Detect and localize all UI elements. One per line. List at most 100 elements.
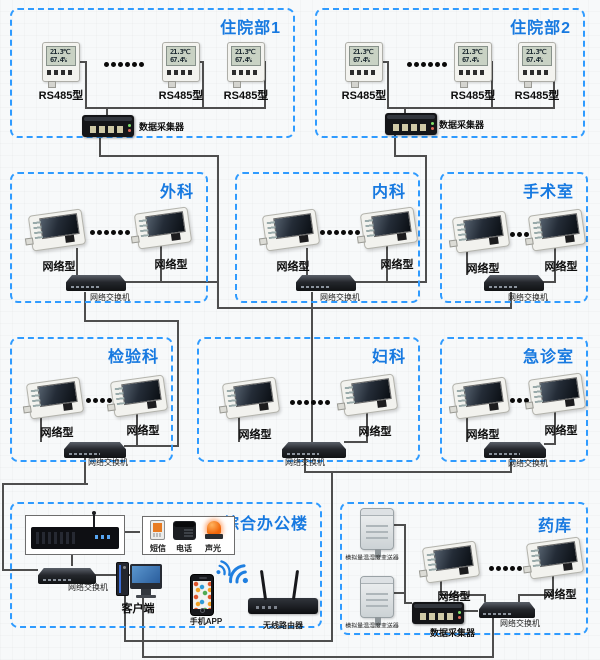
stub [22, 405, 32, 414]
network-switch-device [296, 275, 356, 291]
connector-wire [306, 248, 308, 275]
device-type-label: RS485型 [450, 90, 496, 102]
zone-title-pharmacy: 药库 [537, 518, 572, 535]
temp-humidity-sensor-network [524, 208, 587, 252]
probe [168, 81, 176, 88]
zone-surgery: 外科 网络型 网络型 网络交换机 [10, 172, 208, 303]
connector-wire [217, 307, 512, 309]
network-switch-device [282, 442, 346, 458]
device-type-label: RS485型 [223, 90, 269, 102]
wall-transmitter-device [360, 508, 394, 558]
sms-label: 短信 [150, 544, 166, 553]
temp-humidity-sensor-network [522, 536, 585, 580]
network-switch-device [484, 275, 544, 291]
port [564, 234, 575, 243]
ellipsis-dots [407, 62, 447, 67]
port [396, 232, 407, 241]
connector-wire [99, 135, 101, 157]
alarm-group-box: 短信 电话 声光 [142, 516, 235, 555]
probe [524, 81, 532, 88]
connector-wire [518, 594, 520, 602]
beacon-base [205, 534, 223, 539]
connector-wire [238, 414, 240, 442]
collector-label: 数据采集器 [430, 628, 476, 638]
port [488, 236, 499, 245]
port [62, 402, 73, 411]
wireless-router-device [248, 569, 318, 614]
stub [218, 405, 228, 414]
device-type-label: 网络型 [276, 261, 310, 273]
monitoring-server-device [31, 511, 119, 549]
port [488, 402, 499, 411]
connector-wire [381, 61, 389, 63]
connector-wire [142, 656, 494, 658]
port [564, 398, 575, 407]
monitor-base [136, 595, 156, 598]
sound-light-label: 声光 [205, 544, 221, 553]
connector-wire [40, 412, 42, 442]
antenna [92, 511, 96, 527]
switch-label: 网络交换机 [90, 293, 130, 302]
connector-wire [124, 281, 219, 283]
temp-humidity-sensor-network [22, 376, 85, 420]
client-label: 客户端 [121, 603, 155, 615]
connector-wire [553, 61, 555, 109]
connector-wire [124, 445, 179, 447]
stub [356, 235, 366, 244]
probe [48, 81, 56, 88]
device-type-label: RS485型 [341, 90, 387, 102]
device-type-label: 网络型 [544, 425, 578, 437]
connector-wire [2, 569, 38, 571]
connector-wire [518, 594, 554, 596]
temp-humidity-sensor-network [218, 376, 281, 420]
zone-operating-room: 手术室 网络型 网络型 网络交换机 [440, 172, 588, 303]
connector-wire [304, 456, 306, 473]
connector-wire [304, 471, 512, 473]
app-label: 手机APP [189, 617, 223, 626]
connector-wire [394, 155, 427, 157]
temp-humidity-sensor-network [130, 206, 193, 250]
port [458, 566, 469, 575]
ports [90, 126, 126, 133]
connector-wire [394, 133, 396, 157]
connector-wire [404, 107, 406, 113]
device-type-label: 网络型 [380, 259, 414, 271]
device-type-label: 网络型 [466, 429, 500, 441]
stub [106, 403, 116, 412]
network-switch-device [38, 568, 96, 584]
connector-wire [387, 107, 555, 109]
connector-wire [492, 616, 494, 658]
connector-wire [387, 61, 389, 109]
port [170, 232, 181, 241]
temp-humidity-sensor-network [524, 372, 587, 416]
zone-title-inpatient1: 住院部1 [220, 20, 281, 37]
port [298, 234, 309, 243]
connector-wire [217, 155, 219, 309]
device-type-label: 网络型 [42, 261, 76, 273]
device-type-label: 网络型 [358, 426, 392, 438]
connector-wire [344, 441, 368, 443]
button-row [459, 70, 487, 75]
connector-wire [2, 483, 88, 485]
connector-wire [124, 574, 126, 642]
network-switch-device [66, 275, 126, 291]
connector-wire [177, 320, 179, 447]
connector-wire [84, 456, 86, 485]
collector-label: 数据采集器 [439, 120, 485, 130]
connector-wire [404, 524, 406, 604]
louvers [366, 589, 388, 607]
device-type-label: RS485型 [158, 90, 204, 102]
temp-humidity-sensor-network [418, 540, 481, 584]
connector-wire [84, 320, 179, 322]
switch-label: 网络交换机 [500, 619, 540, 628]
connector-wire [440, 594, 486, 596]
connector-wire [552, 576, 554, 596]
connector-wire [142, 574, 144, 658]
probe [233, 81, 241, 88]
zone-internal-medicine: 内科 网络型 网络型 网络交换机 [235, 172, 420, 303]
connector-wire [125, 640, 333, 642]
